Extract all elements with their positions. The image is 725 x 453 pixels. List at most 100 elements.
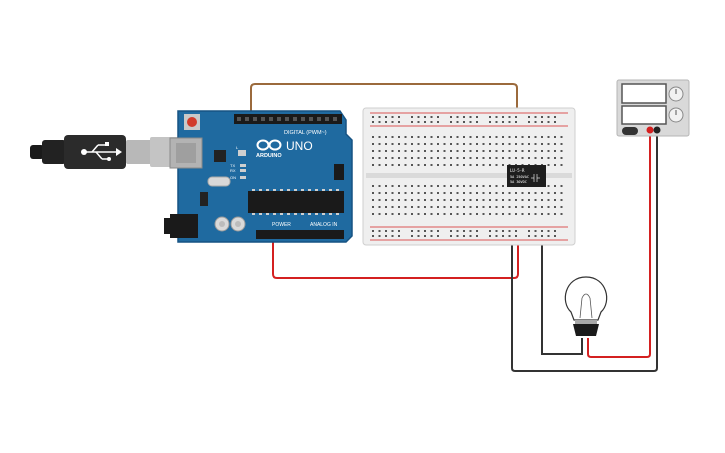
breadboard-hole[interactable] <box>508 150 511 152</box>
breadboard-hole[interactable] <box>541 116 543 118</box>
breadboard-hole[interactable] <box>469 185 472 187</box>
breadboard-hole[interactable] <box>437 199 439 201</box>
breadboard-hole[interactable] <box>534 157 537 159</box>
breadboard-hole[interactable] <box>547 206 550 208</box>
breadboard-hole[interactable] <box>502 121 504 123</box>
breadboard-hole[interactable] <box>437 121 439 123</box>
breadboard-hole[interactable] <box>398 150 400 152</box>
breadboard-hole[interactable] <box>372 116 374 118</box>
breadboard-hole[interactable] <box>541 199 543 201</box>
breadboard-hole[interactable] <box>554 136 556 138</box>
breadboard-hole[interactable] <box>476 121 478 123</box>
breadboard-hole[interactable] <box>515 121 517 123</box>
breadboard-hole[interactable] <box>443 157 446 159</box>
breadboard-hole[interactable] <box>547 121 550 123</box>
breadboard-hole[interactable] <box>456 150 459 152</box>
breadboard-hole[interactable] <box>411 136 413 138</box>
breadboard-hole[interactable] <box>437 116 439 118</box>
breadboard-hole[interactable] <box>450 143 452 145</box>
breadboard-hole[interactable] <box>554 185 556 187</box>
breadboard-hole[interactable] <box>476 136 478 138</box>
breadboard-hole[interactable] <box>456 192 459 194</box>
breadboard-hole[interactable] <box>495 150 498 152</box>
breadboard-hole[interactable] <box>554 164 556 166</box>
breadboard-hole[interactable] <box>495 157 498 159</box>
breadboard-hole[interactable] <box>450 206 452 208</box>
breadboard-hole[interactable] <box>372 235 374 237</box>
breadboard-hole[interactable] <box>456 230 459 232</box>
positive-terminal[interactable] <box>646 126 654 134</box>
breadboard-hole[interactable] <box>508 206 511 208</box>
breadboard-hole[interactable] <box>430 199 433 201</box>
breadboard-hole[interactable] <box>424 121 426 123</box>
breadboard-hole[interactable] <box>515 235 517 237</box>
breadboard-hole[interactable] <box>502 157 504 159</box>
breadboard-hole[interactable] <box>541 213 543 215</box>
breadboard-hole[interactable] <box>404 213 407 215</box>
breadboard-hole[interactable] <box>424 213 426 215</box>
breadboard-hole[interactable] <box>463 199 465 201</box>
breadboard-hole[interactable] <box>411 230 413 232</box>
breadboard-hole[interactable] <box>508 230 511 232</box>
breadboard-hole[interactable] <box>404 192 407 194</box>
breadboard-hole[interactable] <box>495 136 498 138</box>
breadboard-hole[interactable] <box>508 116 511 118</box>
breadboard-hole[interactable] <box>502 136 504 138</box>
breadboard-hole[interactable] <box>469 116 472 118</box>
breadboard-hole[interactable] <box>469 136 472 138</box>
breadboard-hole[interactable] <box>385 192 387 194</box>
breadboard-hole[interactable] <box>398 235 400 237</box>
breadboard-hole[interactable] <box>372 164 374 166</box>
power-supply-icon[interactable] <box>616 79 690 137</box>
breadboard-hole[interactable] <box>385 136 387 138</box>
breadboard-hole[interactable] <box>385 143 387 145</box>
analog-header[interactable] <box>304 230 344 239</box>
breadboard-hole[interactable] <box>469 157 472 159</box>
breadboard-hole[interactable] <box>411 143 413 145</box>
breadboard-hole[interactable] <box>378 185 381 187</box>
breadboard-hole[interactable] <box>424 150 426 152</box>
breadboard-hole[interactable] <box>534 230 537 232</box>
breadboard-hole[interactable] <box>534 150 537 152</box>
breadboard-hole[interactable] <box>450 157 452 159</box>
breadboard-hole[interactable] <box>476 150 478 152</box>
breadboard-hole[interactable] <box>554 230 556 232</box>
breadboard-hole[interactable] <box>417 116 420 118</box>
breadboard-hole[interactable] <box>502 206 504 208</box>
breadboard-hole[interactable] <box>482 185 485 187</box>
breadboard-hole[interactable] <box>411 121 413 123</box>
breadboard-hole[interactable] <box>450 213 452 215</box>
breadboard-hole[interactable] <box>398 199 400 201</box>
breadboard-hole[interactable] <box>398 116 400 118</box>
breadboard-hole[interactable] <box>541 157 543 159</box>
breadboard-hole[interactable] <box>456 121 459 123</box>
breadboard-hole[interactable] <box>385 230 387 232</box>
breadboard-hole[interactable] <box>417 150 420 152</box>
breadboard-hole[interactable] <box>456 199 459 201</box>
breadboard-hole[interactable] <box>463 185 465 187</box>
breadboard-hole[interactable] <box>391 121 394 123</box>
breadboard-hole[interactable] <box>378 136 381 138</box>
breadboard-hole[interactable] <box>502 235 504 237</box>
breadboard-hole[interactable] <box>450 136 452 138</box>
breadboard-hole[interactable] <box>430 192 433 194</box>
breadboard-hole[interactable] <box>378 157 381 159</box>
breadboard-hole[interactable] <box>521 143 524 145</box>
breadboard-hole[interactable] <box>391 213 394 215</box>
breadboard-hole[interactable] <box>508 199 511 201</box>
breadboard-hole[interactable] <box>404 164 407 166</box>
breadboard-hole[interactable] <box>424 116 426 118</box>
breadboard-hole[interactable] <box>482 213 485 215</box>
breadboard-hole[interactable] <box>489 143 491 145</box>
breadboard-hole[interactable] <box>489 164 491 166</box>
breadboard-hole[interactable] <box>372 199 374 201</box>
breadboard-hole[interactable] <box>560 150 563 152</box>
power-header[interactable] <box>256 230 304 239</box>
breadboard-hole[interactable] <box>476 213 478 215</box>
breadboard-hole[interactable] <box>469 213 472 215</box>
breadboard-hole[interactable] <box>489 230 491 232</box>
breadboard-hole[interactable] <box>450 185 452 187</box>
breadboard-hole[interactable] <box>495 213 498 215</box>
breadboard-hole[interactable] <box>528 192 530 194</box>
